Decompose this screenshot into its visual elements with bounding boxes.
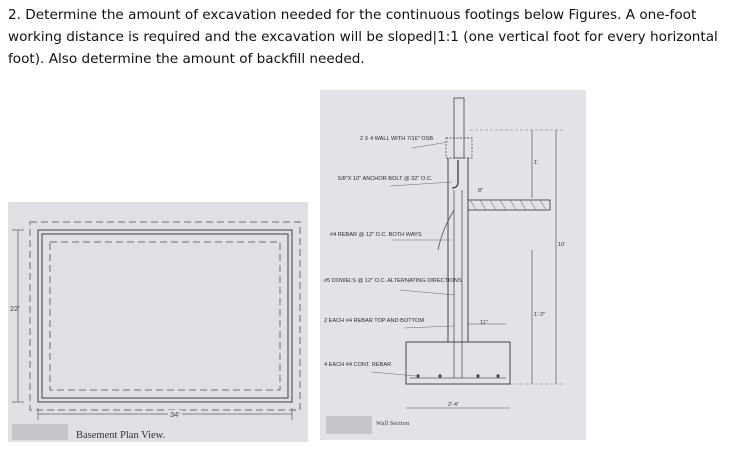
- dim-10-ft: 10': [558, 242, 566, 248]
- plan-height-label: 22': [10, 304, 20, 313]
- redaction-box: [12, 424, 68, 440]
- basement-plan-drawing: [12, 221, 301, 420]
- note-dowels: #5 DOWELS @ 12" O.C. ALTERNATING DIRECTI…: [324, 278, 462, 284]
- redaction-box: [326, 416, 372, 434]
- plan-width-label: 34': [168, 410, 182, 419]
- note-cont-rebar: 4 EACH #4 CONT. REBAR: [324, 362, 392, 368]
- dim-8-in: 8": [478, 188, 484, 194]
- plan-caption: Basement Plan View.: [76, 430, 166, 441]
- note-anchor-bolt: 5/8"X 10" ANCHOR BOLT @ 32" O.C.: [338, 176, 433, 182]
- dim-1-ft: 1': [534, 160, 539, 166]
- wall-section-drawing: [371, 97, 564, 409]
- note-wall: 2 X 4 WALL WITH 7/16" OSB: [360, 136, 434, 142]
- note-top-bottom-rebar: 2 EACH #4 REBAR TOP AND BOTTOM: [324, 318, 424, 324]
- note-rebar-both-ways: #4 REBAR @ 12" O.C. BOTH WAYS: [330, 232, 422, 238]
- wall-section-photo: 2 X 4 WALL WITH 7/16" OSB 5/8"X 10" ANCH…: [320, 90, 586, 440]
- basement-plan-photo: 34' 22' Basement Plan View.: [8, 202, 308, 442]
- section-caption: Wall Section: [376, 420, 410, 427]
- dim-2-ft-4-in: 2'-4": [448, 402, 459, 408]
- dim-1-ft-3-in: 1'-3": [534, 312, 545, 318]
- question-text: 2. Determine the amount of excavation ne…: [8, 7, 718, 67]
- dim-11-in: 11": [480, 320, 488, 326]
